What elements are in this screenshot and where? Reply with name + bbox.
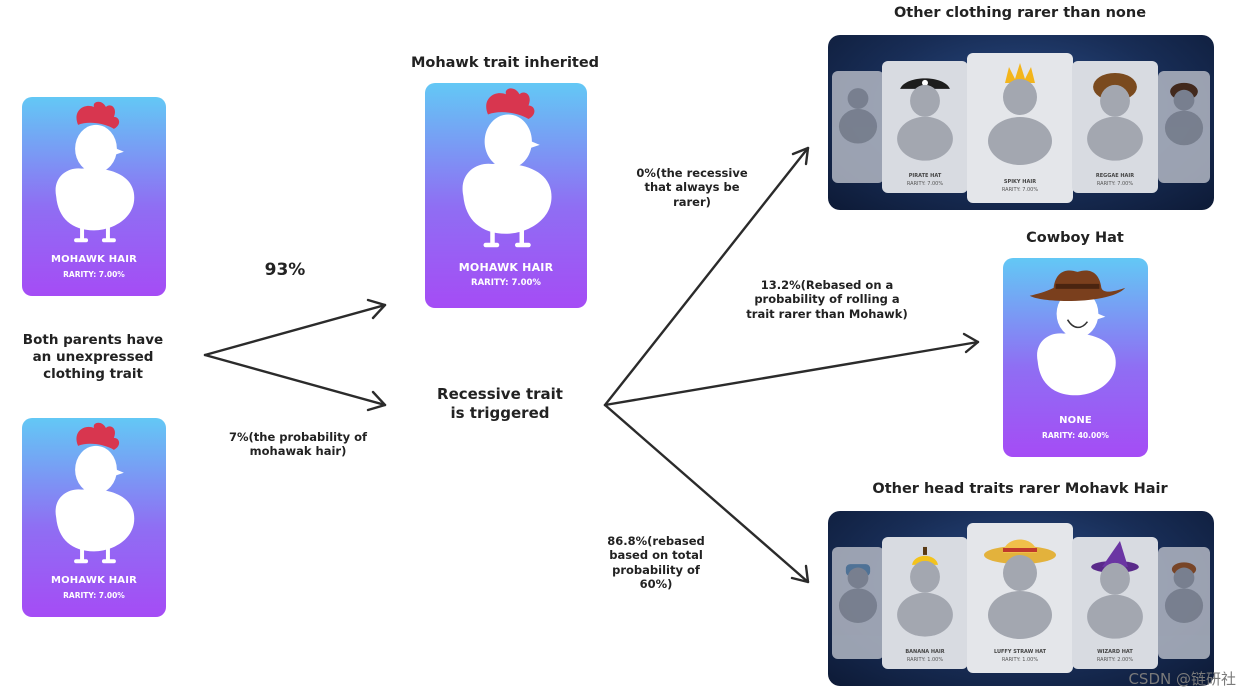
other-head-panel: BANANA HAIR RARITY: 1.00% LUFFY STRAW HA… xyxy=(828,511,1214,686)
mini-rarity: RARITY: 1.00% xyxy=(906,657,944,663)
other-head-title: Other head traits rarer Mohavk Hair xyxy=(872,481,1168,497)
parents-label: Both parents have an unexpressed clothin… xyxy=(22,332,164,382)
clothing-card-1 xyxy=(832,71,884,183)
cowboy-hat-title: Cowboy Hat xyxy=(1026,230,1124,246)
banana-hair-icon xyxy=(897,546,953,637)
mohawk-inherited-title: Mohawk trait inherited xyxy=(410,55,600,71)
percent-86-label: 86.8%(rebased based on total probability… xyxy=(607,534,705,592)
card-trait-name: NONE xyxy=(1059,415,1092,426)
parent-card-bottom: MOHAWK HAIR RARITY: 7.00% xyxy=(22,418,166,617)
percent-7-label: 7%(the probability of mohawak hair) xyxy=(228,430,368,459)
spiky-hair-icon xyxy=(988,63,1052,165)
mini-name: WIZARD HAT xyxy=(1097,649,1133,655)
mini-name: SPIKY HAIR xyxy=(1003,179,1037,185)
card-rarity: RARITY: 7.00% xyxy=(63,591,125,600)
head-card-4: WIZARD HAT RARITY: 2.00% xyxy=(1072,537,1158,669)
other-clothing-title: Other clothing rarer than none xyxy=(893,5,1147,21)
head-card-3: LUFFY STRAW HAT RARITY: 1.00% xyxy=(967,523,1073,673)
clothing-card-4: REGGAE HAIR RARITY: 7.00% xyxy=(1072,61,1158,193)
duck-mohawk-icon xyxy=(462,88,552,248)
card-trait-name: MOHAWK HAIR xyxy=(50,254,138,265)
duck-silhouette-icon xyxy=(1164,562,1204,623)
inherited-card: MOHAWK HAIR RARITY: 7.00% xyxy=(425,83,587,308)
recessive-trait-label: Recessive trait is triggered xyxy=(437,385,563,422)
duck-silhouette-icon xyxy=(1164,82,1204,146)
reggae-hair-icon xyxy=(1087,72,1143,161)
mini-name: REGGAE HAIR xyxy=(1095,173,1135,179)
duck-silhouette-icon xyxy=(838,88,878,144)
card-rarity: RARITY: 7.00% xyxy=(63,270,125,279)
wizard-hat-icon xyxy=(1087,540,1143,639)
duck-mohawk-icon xyxy=(55,422,135,564)
mini-name: BANANA HAIR xyxy=(905,649,945,655)
card-trait-name: MOHAWK HAIR xyxy=(50,575,138,586)
straw-hat-icon xyxy=(984,539,1056,639)
head-card-5 xyxy=(1158,547,1210,659)
mini-name: PIRATE HAT xyxy=(908,173,942,179)
mini-rarity: RARITY: 7.00% xyxy=(1001,187,1039,193)
card-trait-name: MOHAWK HAIR xyxy=(458,261,554,274)
percent-93-label: 93% xyxy=(264,260,306,280)
mini-rarity: RARITY: 7.00% xyxy=(906,181,944,187)
mini-rarity: RARITY: 2.00% xyxy=(1096,657,1134,663)
card-rarity: RARITY: 7.00% xyxy=(471,278,541,288)
duck-silhouette-icon xyxy=(838,564,878,623)
clothing-card-2: PIRATE HAT RARITY: 7.00% xyxy=(882,61,968,193)
clothing-card-5 xyxy=(1158,71,1210,183)
percent-13-label: 13.2%(Rebased on a probability of rollin… xyxy=(746,278,908,321)
duck-cowboy-hat-icon xyxy=(1029,270,1126,396)
parent-card-top: MOHAWK HAIR RARITY: 7.00% xyxy=(22,97,166,296)
pirate-hat-icon xyxy=(897,78,953,161)
duck-mohawk-icon xyxy=(55,101,135,243)
head-card-1 xyxy=(832,547,884,659)
head-card-2: BANANA HAIR RARITY: 1.00% xyxy=(882,537,968,669)
cowboy-card: NONE RARITY: 40.00% xyxy=(1003,258,1148,457)
mini-rarity: RARITY: 7.00% xyxy=(1096,181,1134,187)
clothing-card-3: SPIKY HAIR RARITY: 7.00% xyxy=(967,53,1073,203)
watermark: CSDN @链研社 xyxy=(1128,670,1236,688)
mini-name: LUFFY STRAW HAT xyxy=(993,649,1047,655)
mini-rarity: RARITY: 1.00% xyxy=(1001,657,1039,663)
card-rarity: RARITY: 40.00% xyxy=(1042,431,1109,440)
percent-0-label: 0%(the recessive that always be rarer) xyxy=(636,166,748,209)
other-clothing-panel: PIRATE HAT RARITY: 7.00% SPIKY HAIR RARI… xyxy=(828,35,1214,210)
